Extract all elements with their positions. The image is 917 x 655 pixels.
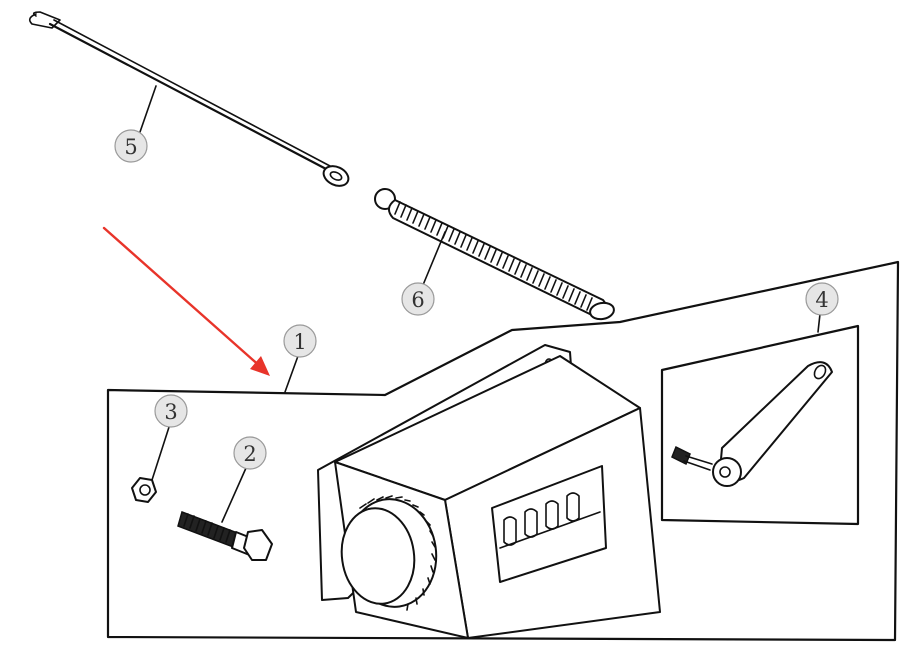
nut-icon: [131, 477, 157, 503]
callout-6: 6: [401, 282, 435, 316]
callout-2: 2: [233, 436, 267, 470]
drive-lever-icon: [671, 361, 833, 487]
callout-2-label: 2: [243, 442, 256, 466]
bolt-icon: [177, 511, 273, 561]
counter-digit-wheels: [499, 492, 601, 549]
callout-5: 5: [114, 129, 148, 163]
connecting-rod-icon: [28, 11, 350, 187]
callout-5-label: 5: [124, 135, 137, 159]
red-pointer-arrow: [102, 226, 270, 376]
tension-spring-icon: [374, 188, 615, 321]
assembly-outline-panel: [106, 260, 900, 642]
callout-3: 3: [154, 394, 188, 428]
callout-4-label: 4: [815, 288, 828, 312]
reset-knob-icon: [340, 495, 438, 611]
callout-3-label: 3: [164, 400, 177, 424]
callout-6-label: 6: [411, 288, 424, 312]
lever-subpanel: [660, 324, 860, 526]
callout-4: 4: [805, 282, 839, 316]
callout-1: 1: [283, 324, 317, 358]
counter-unit-icon: [317, 344, 661, 639]
callout-1-label: 1: [293, 330, 306, 354]
leader-lines: [139, 85, 821, 523]
